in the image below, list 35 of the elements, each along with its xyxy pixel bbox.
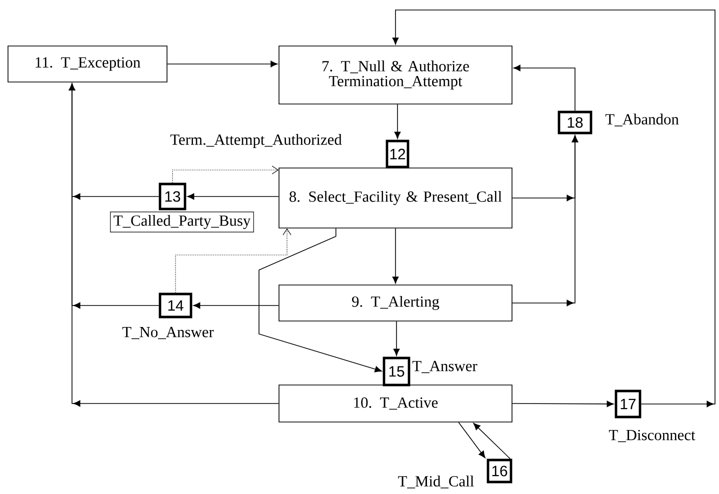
arrow xyxy=(513,64,576,112)
state-box: 8. Select_Facility & Present_Call xyxy=(278,168,512,228)
arrow xyxy=(258,228,382,372)
state-label: T_No_Answer xyxy=(122,326,214,340)
detection-point-box: 17 xyxy=(614,390,642,418)
arrow xyxy=(512,135,578,306)
state-box: 7. T_Null & Authorize Termination_Attempt xyxy=(278,46,512,104)
transition-label: Term._Attempt_Authorized xyxy=(170,134,342,148)
arrow xyxy=(512,400,614,408)
detection-point-box: 15 xyxy=(382,356,410,386)
state-box: 9. T_Alerting xyxy=(278,284,512,322)
arrow xyxy=(172,166,279,184)
detection-point-box: 16 xyxy=(486,458,512,484)
arrow xyxy=(193,302,279,309)
arrow xyxy=(175,228,292,294)
state-label: T_Called_Party_Busy xyxy=(110,212,254,232)
detection-point-box: 14 xyxy=(158,292,192,318)
arrow xyxy=(393,321,400,356)
arrow xyxy=(473,422,511,460)
arrow xyxy=(187,193,279,200)
state-label: T_Mid_Call xyxy=(398,476,474,488)
state-label: T_Abandon xyxy=(605,114,679,126)
arrow xyxy=(458,422,486,458)
arrow xyxy=(167,60,278,68)
arrow xyxy=(392,228,399,284)
detection-point-box: 13 xyxy=(158,182,186,210)
state-label: T_Disconnect xyxy=(608,430,696,442)
state-box: 11. T_Exception xyxy=(8,46,168,82)
state-label: T_Answer xyxy=(412,360,478,374)
detection-point-box: 18 xyxy=(558,110,592,134)
arrow xyxy=(394,104,401,139)
arrow xyxy=(392,10,716,408)
detection-point-box: 12 xyxy=(386,140,410,168)
arrow xyxy=(68,83,279,407)
state-box: 10. T_Active xyxy=(278,384,512,422)
